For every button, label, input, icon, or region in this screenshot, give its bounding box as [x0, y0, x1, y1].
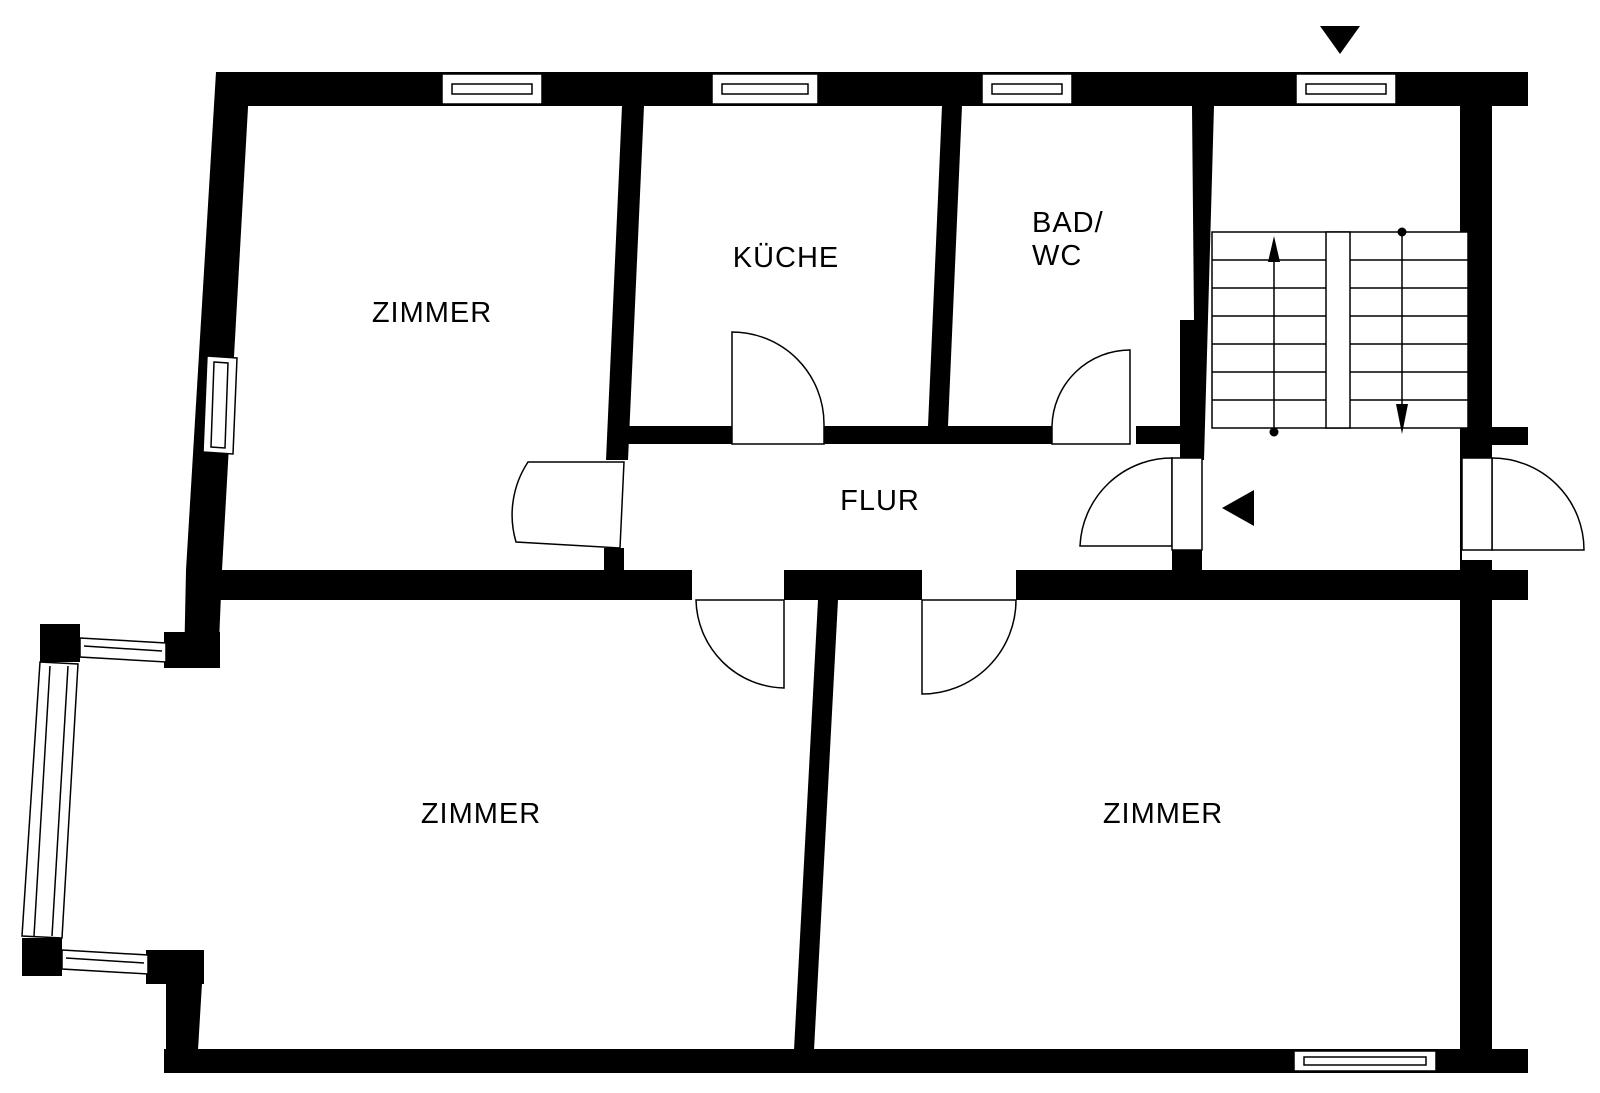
- window-top-2: [711, 73, 819, 105]
- window-top-1: [441, 73, 543, 105]
- door-entrance: [1491, 457, 1585, 551]
- windows: [202, 73, 1437, 1072]
- stair-arrow-up-head: [1268, 236, 1280, 262]
- door-zimmer-top-left: [511, 461, 625, 549]
- wall-zimmer-zimmer: [794, 600, 838, 1050]
- stair-arrow-up-dot: [1269, 427, 1279, 437]
- bay-corner-top: [40, 624, 80, 662]
- room-label-zimmer-bottom-left: ZIMMER: [421, 798, 541, 830]
- wall-middle-horizontal: [200, 570, 1528, 600]
- room-label-bad-line1: BAD/: [1032, 207, 1104, 239]
- wall-flur-top-mid: [824, 426, 1054, 444]
- door-zimmer-bottom-right: [921, 599, 1017, 695]
- wall-flur-top-left: [628, 426, 732, 444]
- room-labels: ZIMMER KÜCHE BAD/ WC FLUR ZIMMER ZIMMER: [372, 207, 1223, 830]
- door-kueche: [731, 331, 825, 445]
- door-entrance-frame: [1461, 457, 1493, 551]
- room-label-flur: FLUR: [840, 485, 920, 517]
- window-top-3: [981, 73, 1073, 105]
- wall-right-ext-upper: [1492, 427, 1528, 445]
- doors: [511, 331, 1585, 695]
- stair-arrow-down-dot: [1397, 227, 1407, 237]
- wall-zimmer-flur-stub: [604, 548, 624, 574]
- door-bad: [1051, 349, 1131, 445]
- door-stair-frame: [1171, 457, 1203, 551]
- room-label-bad-line2: WC: [1032, 240, 1082, 272]
- wall-zimmer-kueche: [606, 106, 644, 460]
- door-stair: [1079, 457, 1173, 547]
- staircase: [1211, 227, 1469, 437]
- interior-walls: [604, 106, 1490, 1050]
- bay-window-top: [79, 637, 167, 663]
- triangle-left-icon: [1222, 490, 1254, 526]
- stair-arrow-down-head: [1396, 404, 1408, 434]
- room-label-zimmer-bottom-right: ZIMMER: [1103, 798, 1223, 830]
- window-top-4: [1295, 73, 1397, 105]
- wall-flur-top-right: [1136, 426, 1192, 444]
- bay-corner-bottom: [22, 938, 62, 976]
- bay-window-bottom: [61, 949, 149, 975]
- window-left-wall: [202, 355, 238, 455]
- room-label-kueche: KÜCHE: [733, 242, 840, 274]
- bay-window: [21, 637, 167, 975]
- room-label-zimmer-top-left: ZIMMER: [372, 297, 492, 329]
- triangle-down-icon: [1320, 26, 1360, 54]
- stair-well: [1325, 231, 1351, 429]
- window-bottom: [1293, 1050, 1437, 1072]
- wall-kueche-bad: [928, 106, 962, 426]
- door-zimmer-bottom-left: [695, 599, 785, 689]
- bay-top-connector: [164, 632, 220, 668]
- wall-right-ext-lower: [1492, 570, 1528, 600]
- wall-left-bottom: [164, 950, 204, 1072]
- wall-bad-stair: [1180, 106, 1214, 460]
- wall-right: [1460, 72, 1492, 1073]
- wall-left-upper: [186, 72, 250, 570]
- bay-window-side: [21, 661, 79, 939]
- wall-right-stub: [1460, 427, 1490, 445]
